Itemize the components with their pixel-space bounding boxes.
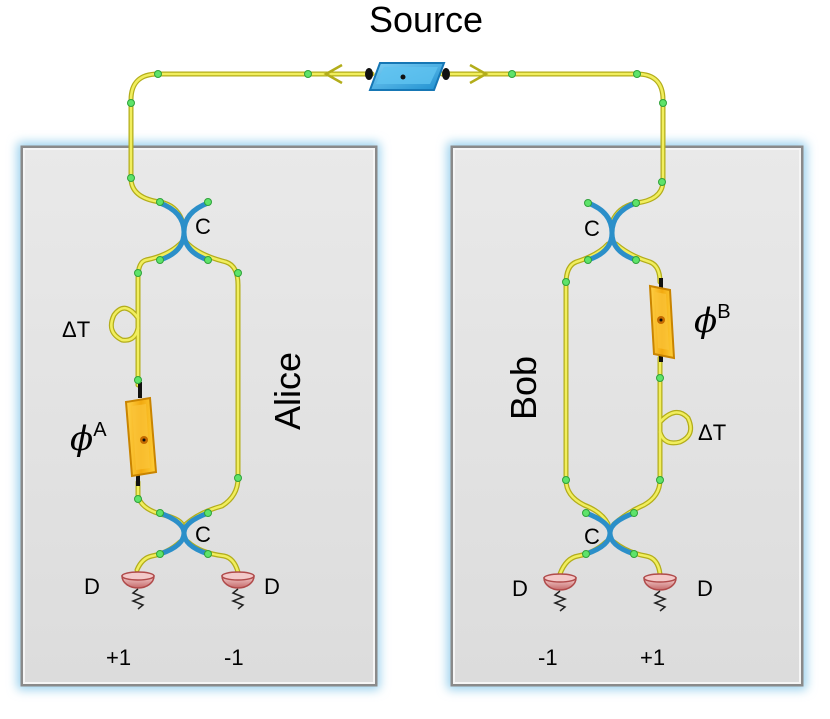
alice-detector-right-label: D: [264, 574, 280, 599]
bob-phase-shifter: [648, 278, 676, 362]
alice-detector-right: [221, 571, 255, 610]
bob-coupler-top-label: C: [584, 216, 600, 241]
bob-delay-label: ΔT: [698, 420, 726, 445]
bob-detector-left-label: D: [512, 576, 528, 601]
detectors: [121, 571, 677, 612]
bob-detector-right: [643, 573, 677, 612]
alice-name: Alice: [267, 352, 308, 430]
bob-detector-right-label: D: [697, 576, 713, 601]
bob-name: Bob: [503, 356, 544, 420]
alice-coupler-top-label: C: [195, 214, 211, 239]
bob-coupler-top: [585, 200, 639, 263]
couplers: [157, 200, 639, 557]
alice-outcome-left: +1: [106, 645, 131, 670]
connectors: [127, 70, 667, 558]
alice-coupler-bottom-label: C: [195, 522, 211, 547]
bob-detector-left: [543, 573, 577, 612]
arrow-right-icon: [469, 63, 489, 85]
alice-detector-left-label: D: [84, 574, 100, 599]
alice-phase-shifter: [124, 382, 158, 486]
alice-panel: [17, 142, 380, 690]
bob-coupler-bottom-label: C: [584, 524, 600, 549]
arrow-left-icon: [323, 63, 343, 85]
alice-outcome-right: -1: [224, 645, 244, 670]
bob-panel: [447, 142, 807, 690]
alice-detector-left: [121, 571, 155, 610]
alice-coupler-top: [157, 200, 211, 263]
alice-coupler-bottom: [157, 510, 211, 557]
source-crystal: [365, 62, 450, 91]
source-title: Source: [369, 0, 483, 40]
bob-coupler-bottom: [583, 510, 637, 557]
alice-delay-label: ΔT: [62, 317, 90, 342]
bob-outcome-left: -1: [538, 645, 558, 670]
bob-outcome-right: +1: [640, 645, 665, 670]
alice-phase-label: ϕA: [70, 419, 107, 459]
bob-phase-label: ϕB: [694, 301, 731, 341]
